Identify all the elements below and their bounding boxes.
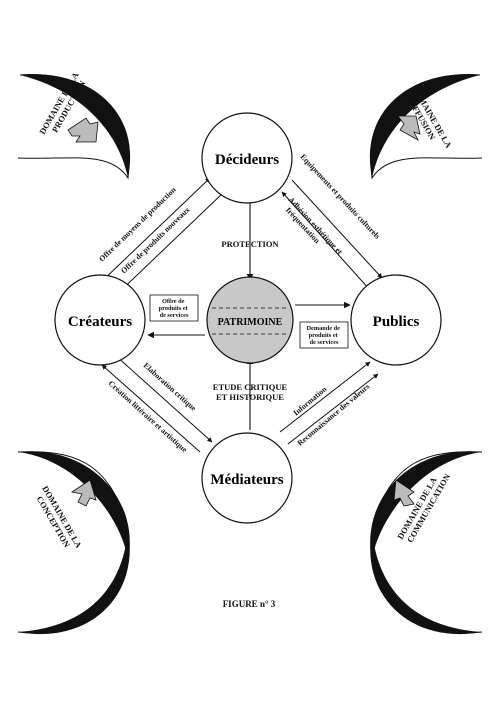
svg-text:Offre de produits et: Offre de produits et de services: [159, 298, 190, 319]
demande-services-box: Demande de produits et de services: [299, 321, 349, 349]
etude-label-line1: ETUDE CRITIQUE: [213, 382, 288, 392]
domain-conception: DOMAINE DE LA CONCEPTION: [17, 451, 130, 635]
domain-production: DOMAINE DE LA PRODUCTION: [17, 70, 131, 180]
etude-label-line2: ET HISTORIQUE: [216, 392, 284, 402]
arrow-production-icon: [67, 117, 99, 143]
links-central: [147, 203, 351, 430]
mediateurs-node: [201, 432, 293, 524]
mediateurs-label: Médiateurs: [210, 472, 283, 488]
reconnaissance-label: Reconnaissance des valeurs: [296, 382, 372, 448]
arrow-conception-icon: [70, 479, 97, 507]
links-diagonal: [99, 177, 383, 453]
svg-text:Adhésion esthétique et fré: Adhésion esthétique et fréquentation: [280, 195, 346, 264]
information-label: Information: [292, 384, 329, 417]
domain-diffusion: DOMAINE DE LA DIFFUSION: [369, 74, 483, 180]
publics-label: Publics: [373, 314, 420, 330]
adhesion-label-line1: Adhésion esthétique et: [287, 195, 345, 256]
arrow-diffusion-icon: [397, 115, 421, 141]
decideurs-label: Décideurs: [215, 152, 279, 168]
patrimoine-node: [206, 276, 294, 364]
offre-produits-label: Offre de produits nouveaux: [119, 205, 191, 275]
publics-node: [350, 274, 442, 366]
createurs-label: Créateurs: [68, 314, 132, 330]
protection-label: PROTECTION: [221, 239, 279, 249]
figure-caption: FIGURE n° 3: [223, 599, 276, 609]
patrimoine-label: PATRIMOINE: [218, 317, 283, 328]
decideurs-node: [201, 112, 293, 204]
arrow-communication-icon: [393, 479, 415, 507]
createurs-node: [54, 274, 146, 366]
domain-communication: DOMAINE DE LA COMMUNICATION: [370, 451, 483, 635]
offre-services-box: Offre de produits et de services: [149, 294, 199, 322]
svg-text:Demande de produits et: Demande de produits et de services: [307, 325, 342, 346]
